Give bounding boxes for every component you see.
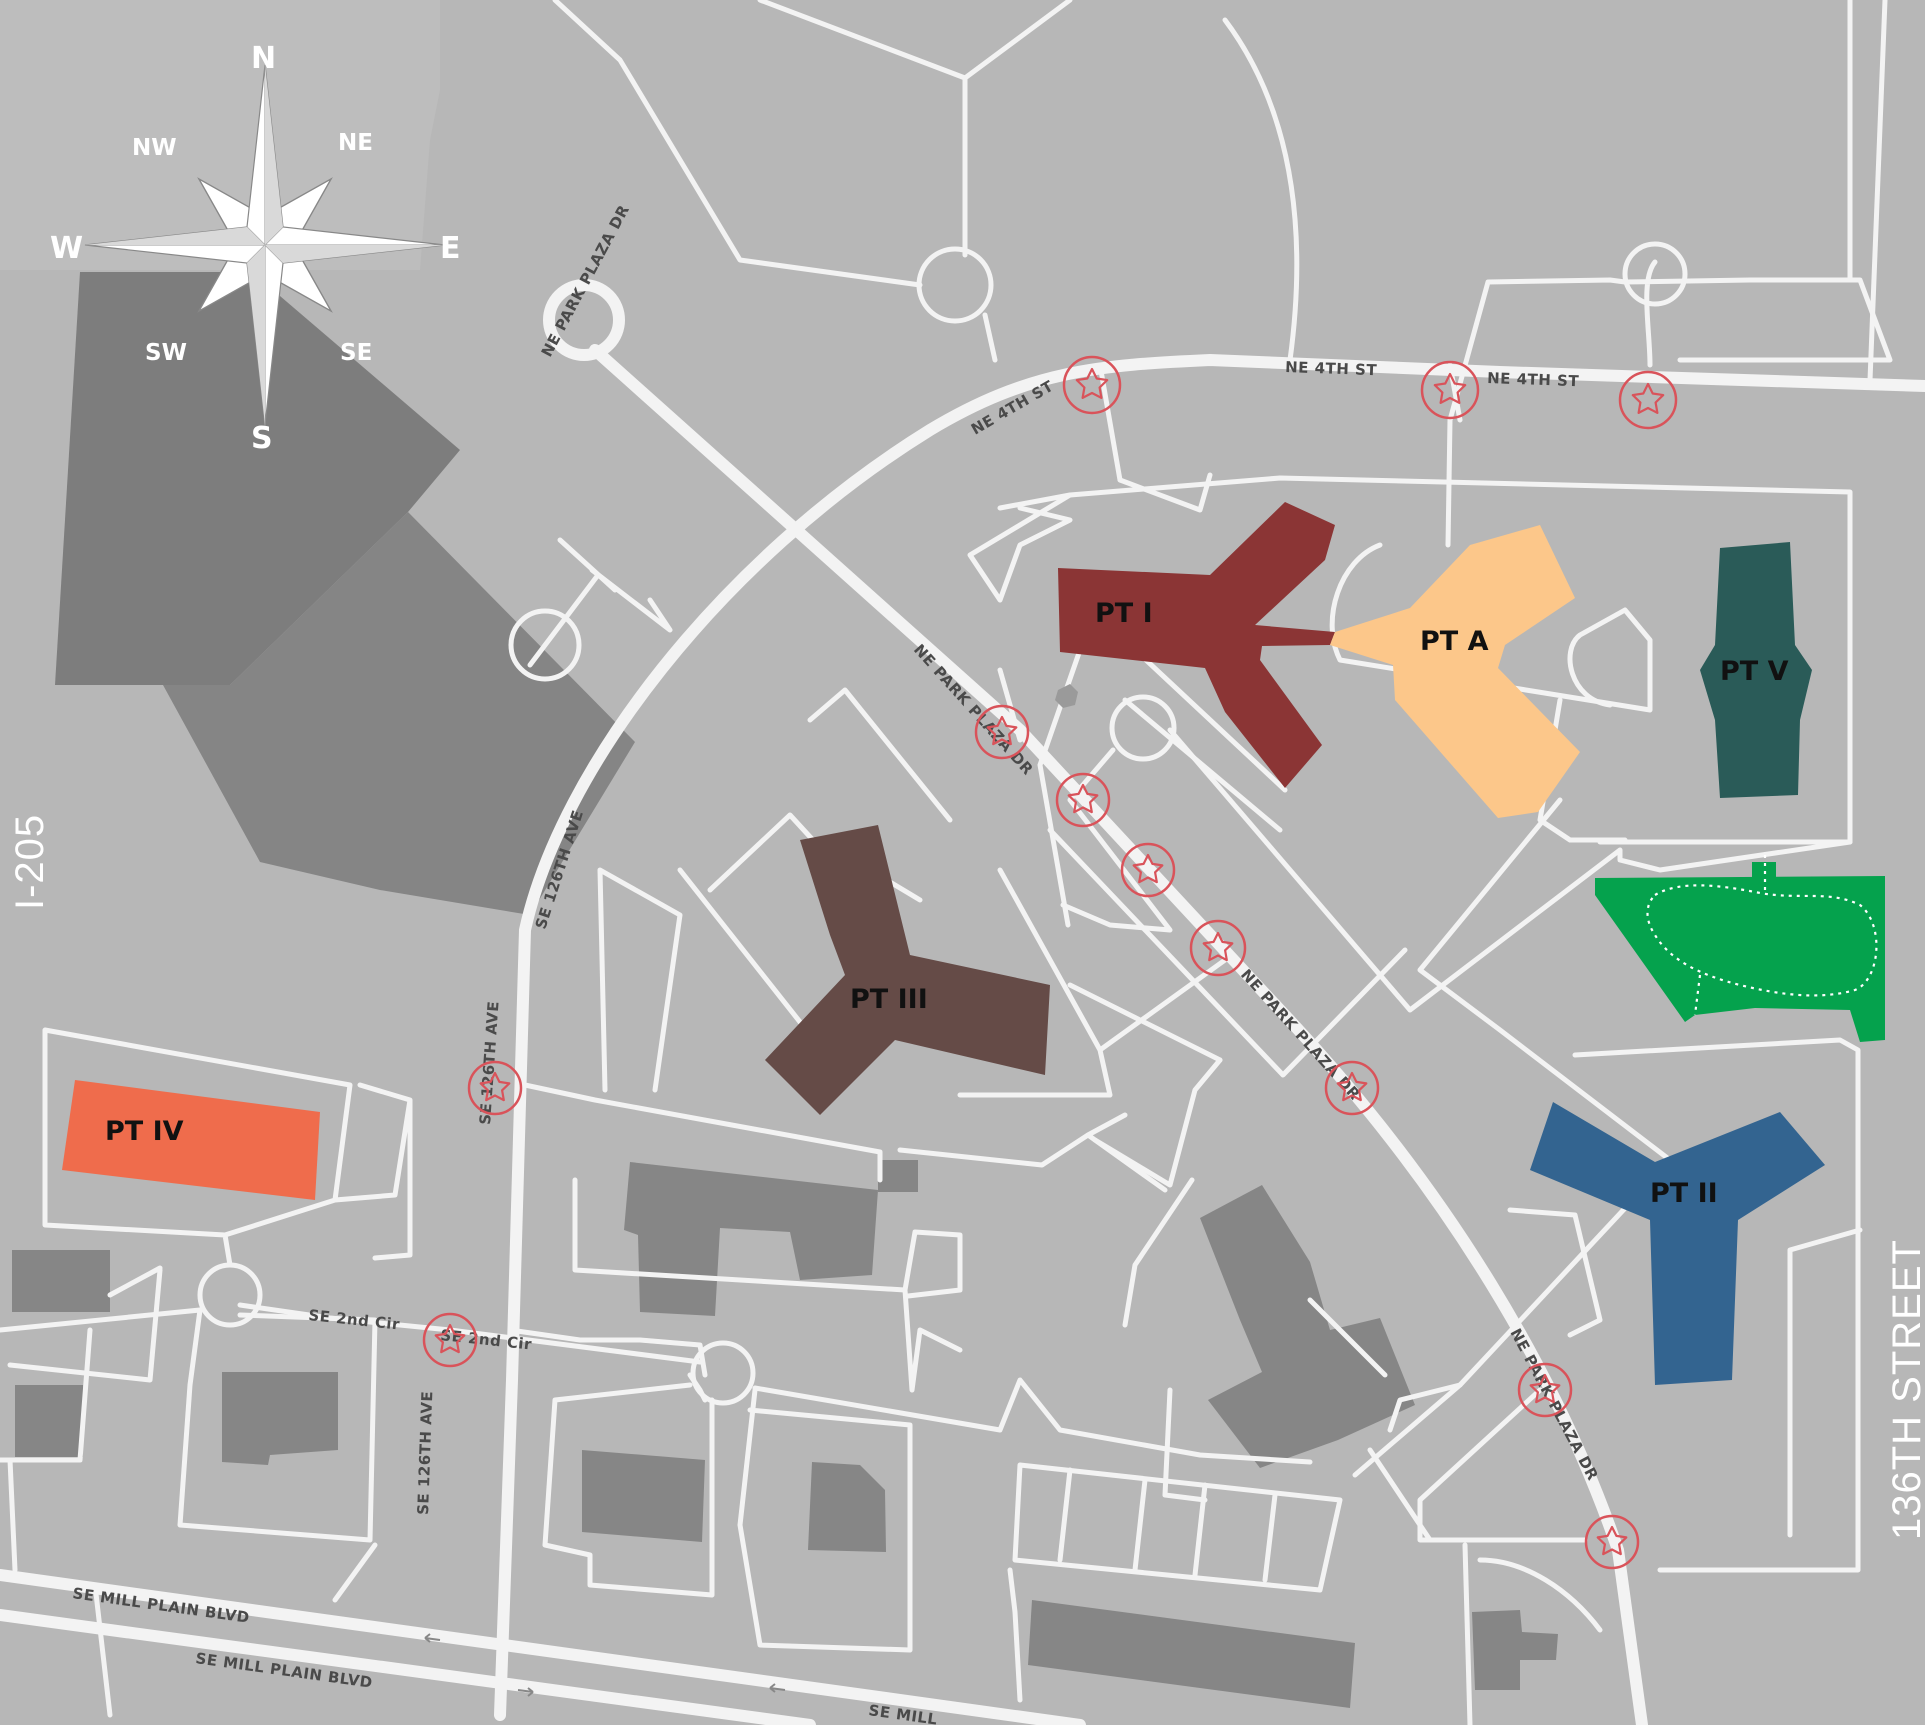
existing-building-east: [1200, 1185, 1415, 1468]
dark-parcels: [55, 272, 635, 915]
street-label-se126-3: SE 126TH AVE: [414, 1391, 436, 1516]
parcel-dark-lower: [163, 512, 635, 915]
park-walking-path: [1646, 855, 1878, 1016]
small-structure: [1055, 684, 1078, 708]
pt1-shape: [1058, 502, 1335, 788]
pt4-shape: [62, 1080, 320, 1200]
building-pt1: [1058, 502, 1335, 788]
green-park: [1595, 855, 1885, 1042]
building-pt4: [62, 1080, 320, 1200]
building-pt2: [1530, 1102, 1825, 1385]
intersection-markers: [422, 355, 1678, 1570]
building-pt3: [765, 825, 1050, 1115]
street-label-ne4th-2: NE 4TH ST: [1285, 358, 1378, 379]
pta-shape: [1330, 525, 1580, 818]
road-ne-park-plaza-dr: [589, 344, 1648, 1725]
compass-se: SE: [340, 340, 372, 366]
existing-building-south1: [582, 1450, 705, 1542]
pt1-label: PT I: [1095, 598, 1153, 629]
star-marker: [1324, 1060, 1380, 1116]
label-136th-street: 136TH STREET: [1885, 1239, 1925, 1540]
pt4-label: PT IV: [105, 1116, 184, 1147]
arrow-east-1: [517, 1687, 534, 1697]
compass-star: [84, 64, 446, 426]
existing-building-small: [878, 1160, 918, 1192]
star-marker: [1055, 772, 1111, 828]
existing-building-sw1: [12, 1250, 110, 1312]
star-marker: [1618, 370, 1678, 430]
compass-e: E: [440, 231, 461, 266]
road-ne4th-se126th: [494, 354, 1925, 1721]
star-marker: [422, 1312, 478, 1368]
star-marker: [1189, 919, 1247, 977]
star-marker: [467, 1060, 523, 1116]
building-pta: [1330, 525, 1580, 818]
existing-building-sw3: [222, 1372, 338, 1465]
road-loop-nw: [543, 279, 625, 361]
star-marker: [1420, 360, 1480, 420]
light-area-nw: [0, 0, 440, 270]
pta-label: PT A: [1420, 626, 1489, 657]
existing-building-south3: [1028, 1600, 1355, 1708]
parcel-dark-upper: [55, 272, 460, 685]
star-marker: [1517, 1362, 1573, 1418]
pt3-label: PT III: [850, 984, 928, 1015]
park-area: [1595, 876, 1885, 1042]
arrow-west-1: [424, 1633, 441, 1643]
compass-rose: N S E W NE NW SE SW: [50, 41, 461, 456]
star-marker: [974, 704, 1030, 760]
compass-s: S: [251, 421, 273, 456]
street-label-ne4th-3: NE 4TH ST: [1487, 369, 1580, 390]
star-marker: [1584, 1514, 1640, 1570]
building-ptv: [1700, 542, 1812, 798]
road-se-mill-plain-blvd: [0, 1569, 1086, 1725]
pt3-shape: [765, 825, 1050, 1115]
compass-nw: NW: [132, 135, 177, 161]
compass-ne: NE: [338, 130, 373, 156]
compass-w: W: [50, 231, 83, 266]
label-i205: I-205: [8, 814, 52, 910]
ptv-label: PT V: [1720, 656, 1789, 687]
existing-building-sw2: [15, 1385, 83, 1457]
arrow-west-2: [769, 1683, 786, 1693]
compass-sw: SW: [145, 340, 187, 366]
compass-n: N: [251, 41, 276, 76]
existing-building-se: [1472, 1610, 1558, 1690]
star-marker: [1062, 355, 1122, 415]
existing-building-south2: [808, 1462, 886, 1552]
star-marker: [1120, 842, 1176, 898]
ptv-shape: [1700, 542, 1812, 798]
existing-buildings: [12, 1160, 1558, 1708]
pt2-label: PT II: [1650, 1178, 1718, 1209]
pt2-shape: [1530, 1102, 1825, 1385]
direction-arrows: [424, 1633, 786, 1697]
